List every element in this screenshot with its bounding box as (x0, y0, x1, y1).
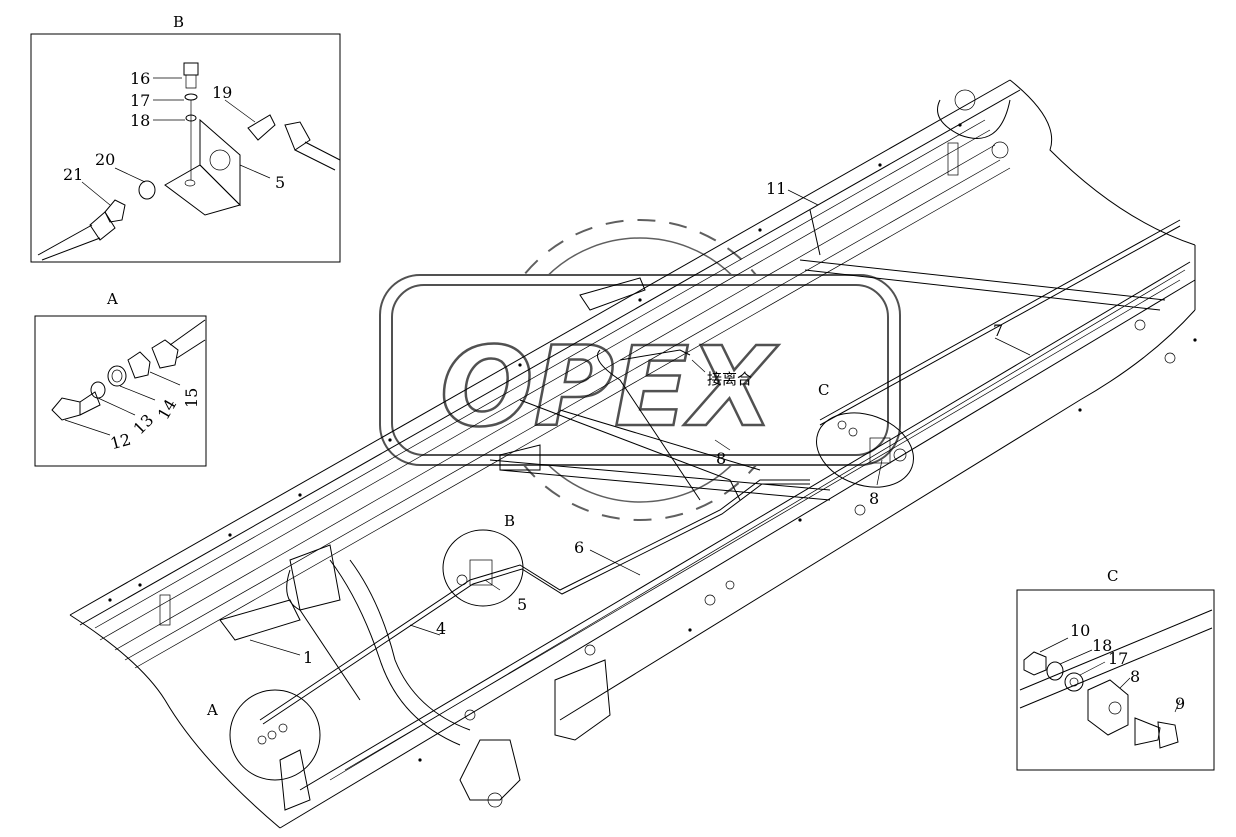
label-12: 12 (108, 430, 133, 454)
label-c-main: C (818, 381, 829, 399)
chassis-frame (69, 79, 1197, 829)
label-18c: 18 (1092, 636, 1112, 655)
watermark: OPEX (379, 219, 901, 521)
label-6: 6 (574, 538, 584, 557)
label-17: 17 (130, 91, 150, 110)
detail-a-title: A (106, 290, 118, 308)
main-view-callouts: 11 7 C 8 8 B 6 5 4 1 A 接离合 (206, 179, 1031, 781)
detail-view-b: B 16 17 18 19 20 21 5 (30, 13, 341, 263)
zoom-circle-c (816, 412, 914, 488)
label-19: 19 (212, 83, 232, 102)
label-21: 21 (63, 165, 83, 184)
label-8c: 8 (1130, 667, 1140, 686)
detail-a-frame (34, 315, 207, 467)
label-1: 1 (303, 648, 313, 667)
label-16: 16 (130, 69, 150, 88)
zoom-circle-a (229, 689, 321, 781)
label-15: 15 (182, 388, 201, 408)
label-5-detail: 5 (275, 173, 285, 192)
label-8-main-a: 8 (716, 449, 726, 468)
watermark-text: OPEX (440, 323, 779, 451)
label-a-main: A (206, 701, 218, 719)
label-18: 18 (130, 111, 150, 130)
label-17c: 17 (1108, 649, 1128, 668)
label-7: 7 (993, 321, 1003, 340)
label-11: 11 (766, 179, 786, 198)
label-14: 14 (154, 396, 181, 423)
detail-c-title: C (1107, 567, 1118, 585)
detail-view-a: A 12 13 14 15 (34, 290, 207, 467)
label-b-main: B (504, 512, 515, 530)
label-4: 4 (436, 619, 446, 638)
detail-view-c: C 10 18 17 8 9 (1016, 567, 1215, 771)
detail-b-title: B (173, 13, 184, 31)
zoom-circle-b (442, 529, 524, 607)
label-5-main: 5 (517, 595, 527, 614)
detail-c-frame (1016, 589, 1215, 771)
clutch-connect-note: 接离合 (707, 370, 752, 388)
label-9: 9 (1175, 694, 1185, 713)
label-10: 10 (1070, 621, 1090, 640)
label-8-main-b: 8 (869, 489, 879, 508)
detail-b-frame (30, 33, 341, 263)
label-20: 20 (95, 150, 115, 169)
